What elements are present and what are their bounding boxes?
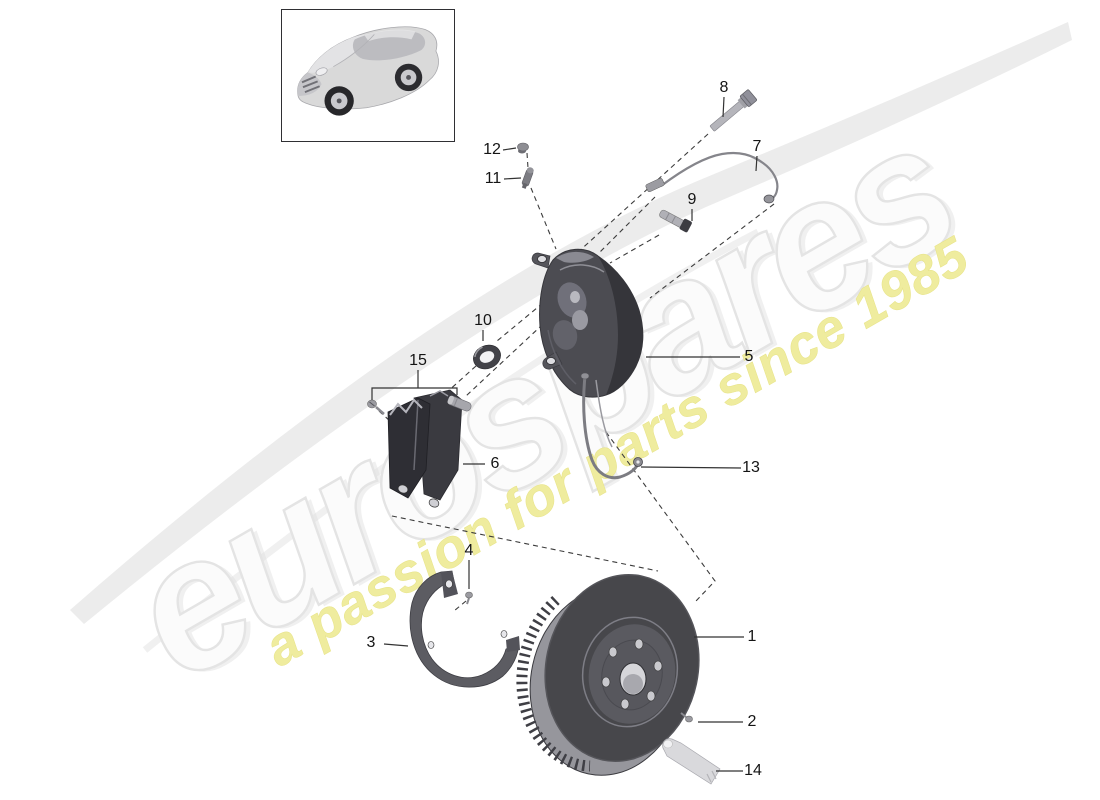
wear-sensor <box>659 209 692 233</box>
callout-3-splash-shield[interactable]: 3 <box>366 634 376 651</box>
callout-11-bleeder-valve[interactable]: 11 <box>484 170 502 187</box>
callout-4-shield-screw[interactable]: 4 <box>464 542 474 559</box>
dust-cap <box>517 142 529 154</box>
callout-10-seal-ring[interactable]: 10 <box>474 312 492 329</box>
callout-15-repair-kit[interactable]: 15 <box>409 352 427 369</box>
repair-kit-pin <box>447 395 472 412</box>
vehicle-illustration <box>297 26 439 116</box>
seal-ring <box>473 344 501 370</box>
callout-12-dust-cap[interactable]: 12 <box>483 141 501 158</box>
caliper-bolt <box>709 89 757 132</box>
brake-disc <box>516 573 700 776</box>
leader-lines <box>371 96 758 772</box>
callout-8-caliper-bolt[interactable]: 8 <box>719 79 729 96</box>
set-screw <box>680 712 693 723</box>
bleeder-valve <box>521 167 534 189</box>
callout-6-brake-pad-set[interactable]: 6 <box>490 455 500 472</box>
brake-pad-set <box>387 389 463 508</box>
callout-5-brake-caliper[interactable]: 5 <box>744 348 754 365</box>
assembly-axis-lines <box>378 133 775 714</box>
callout-7-brake-pipe[interactable]: 7 <box>752 138 762 155</box>
callout-1-brake-disc[interactable]: 1 <box>747 628 757 645</box>
grease-tube <box>662 738 721 785</box>
brake-pipe <box>645 151 779 204</box>
repair-kit-screw <box>367 399 385 415</box>
vehicle-thumbnail <box>281 9 455 142</box>
callout-9-wear-sensor[interactable]: 9 <box>687 191 697 208</box>
splash-shield <box>409 570 520 688</box>
brake-caliper <box>531 248 644 398</box>
shield-screw <box>465 591 473 605</box>
callout-14-grease-tube[interactable]: 14 <box>744 762 762 779</box>
brake-hose <box>580 372 643 480</box>
callout-13-brake-hose[interactable]: 13 <box>742 459 760 476</box>
callout-2-set-screw[interactable]: 2 <box>747 713 757 730</box>
